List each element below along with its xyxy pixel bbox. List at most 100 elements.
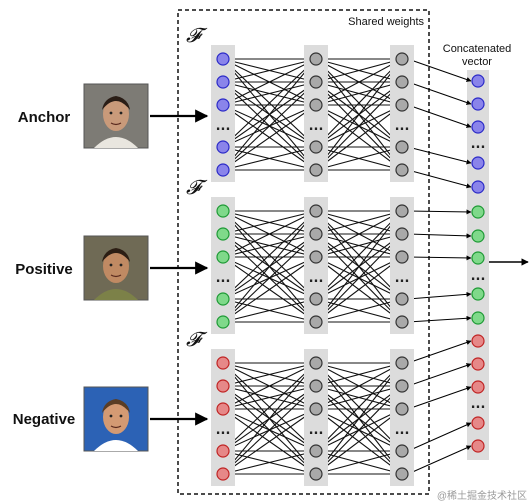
node-positive-layer2-3 [309, 250, 323, 264]
node-anchor-layer3-4 [395, 140, 409, 154]
node-negative-layer3-3 [395, 402, 409, 416]
function-symbol-negative: 𝓕 [186, 329, 208, 351]
edge-anchor [222, 146, 317, 171]
node-anchor-layer2-1 [309, 52, 323, 66]
node-anchor-layer3-1 [395, 52, 409, 66]
layer-panel-negative-2 [304, 349, 328, 486]
output-edge-anchor [407, 81, 472, 105]
edge-anchor [222, 81, 317, 171]
edge-anchor [222, 58, 317, 83]
concatenated-label: Concatenated [443, 43, 512, 55]
output-edge-anchor [407, 169, 472, 189]
node-anchor-layer1-1 [216, 52, 230, 66]
edge-positive [315, 233, 403, 323]
node-positive-layer1-5 [216, 315, 230, 329]
node-anchor-layer1-5 [216, 163, 230, 177]
ellipsis-negative-layer2: ... [309, 423, 324, 438]
output-edge-anchor [407, 58, 472, 82]
node-negative-layer1-1 [216, 356, 230, 370]
edge-positive [315, 210, 403, 323]
node-anchor-layer3-2 [395, 75, 409, 89]
layer-panel-anchor-2 [304, 45, 328, 182]
edge-positive [315, 256, 403, 323]
node-anchor-layer1-2 [216, 75, 230, 89]
edge-negative [315, 362, 403, 475]
edge-positive [222, 233, 317, 323]
edge-negative [315, 385, 403, 410]
ellipsis-positive-layer3: ... [395, 271, 410, 286]
edge-anchor [222, 58, 317, 148]
node-negative-layer3-5 [395, 467, 409, 481]
face-photos [83, 83, 149, 452]
edge-positive [315, 210, 403, 300]
node-negative-layer2-3 [309, 402, 323, 416]
layer-panel-positive-2 [304, 197, 328, 334]
node-anchor-layer2-2 [309, 75, 323, 89]
output-edge-anchor [407, 104, 472, 128]
concat-ellipsis-anchor: ... [471, 137, 486, 152]
concat-node-positive-2 [471, 229, 485, 243]
ellipsis-anchor-layer3: ... [395, 119, 410, 134]
node-anchor-layer2-5 [309, 163, 323, 177]
ellipsis-negative-layer3: ... [395, 423, 410, 438]
concat-node-positive-4 [471, 287, 485, 301]
output-edge-negative [407, 363, 472, 387]
watermark: @稀土掘金技术社区 [437, 489, 527, 502]
node-anchor-layer1-4 [216, 140, 230, 154]
edge-negative [222, 362, 317, 410]
layer-panel-positive-1 [211, 197, 235, 334]
node-anchor-layer2-3 [309, 98, 323, 112]
layer-panel-anchor-3 [390, 45, 414, 182]
output-edge-positive [407, 255, 472, 261]
output-edge-negative [407, 445, 472, 475]
edge-negative [222, 362, 317, 387]
concat-node-anchor-2 [471, 97, 485, 111]
branch-label-positive: Positive [15, 261, 73, 278]
edge-anchor [222, 104, 317, 171]
node-positive-layer1-3 [216, 250, 230, 264]
node-negative-layer2-5 [309, 467, 323, 481]
node-negative-layer1-2 [216, 379, 230, 393]
edge-negative [315, 362, 403, 452]
node-positive-layer3-5 [395, 315, 409, 329]
concat-node-negative-4 [471, 416, 485, 430]
node-positive-layer1-2 [216, 227, 230, 241]
shared-weights-label: Shared weights [348, 16, 424, 28]
output-edge-negative [407, 422, 472, 452]
concat-node-anchor-5 [471, 180, 485, 194]
concat-node-negative-2 [471, 357, 485, 371]
edge-anchor [315, 81, 403, 171]
edge-anchor [222, 81, 317, 106]
edge-positive [222, 210, 317, 323]
edge-positive [222, 210, 317, 235]
branch-label-anchor: Anchor [18, 109, 71, 126]
concat-node-negative-1 [471, 334, 485, 348]
edge-negative [315, 385, 403, 475]
output-edge-positive [407, 233, 472, 239]
edge-positive [222, 210, 317, 258]
node-negative-layer3-2 [395, 379, 409, 393]
edge-anchor [315, 146, 403, 171]
edge-anchor [315, 81, 403, 106]
edge-positive [222, 256, 317, 323]
node-negative-layer3-4 [395, 444, 409, 458]
edge-negative [315, 362, 403, 387]
node-positive-layer2-1 [309, 204, 323, 218]
network-edges [222, 58, 472, 475]
output-edge-anchor [407, 146, 472, 165]
node-anchor-layer1-3 [216, 98, 230, 112]
ellipsis-anchor-layer1: ... [216, 119, 231, 134]
output-edge-negative [407, 386, 472, 410]
edge-anchor [222, 58, 317, 171]
node-negative-layer2-4 [309, 444, 323, 458]
edge-positive [222, 298, 317, 323]
edge-negative [222, 362, 317, 452]
node-positive-layer3-3 [395, 250, 409, 264]
concat-node-positive-5 [471, 311, 485, 325]
edge-positive [315, 210, 403, 258]
edge-negative [315, 408, 403, 475]
ellipsis-negative-layer1: ... [216, 423, 231, 438]
edge-anchor [222, 58, 317, 106]
edge-positive [315, 233, 403, 258]
